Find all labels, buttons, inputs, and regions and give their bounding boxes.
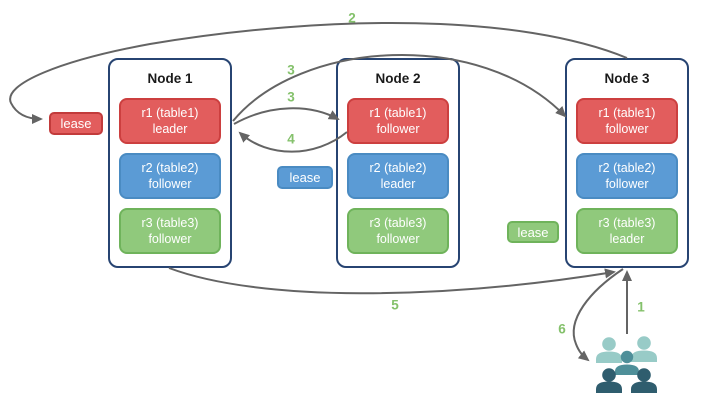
- step-label-3-upper: 3: [287, 62, 295, 78]
- replica-name: r2 (table2): [598, 161, 656, 175]
- step-label-2: 2: [348, 10, 356, 26]
- replica-name: r1 (table1): [141, 106, 199, 120]
- node-3-replica-r1: r1 (table1) follower: [576, 98, 678, 144]
- node-2-replica-r2: r2 (table2) leader: [347, 153, 449, 199]
- node-2-replica-r3: r3 (table3) follower: [347, 208, 449, 254]
- node-2: Node 2 r1 (table1) follower r2 (table2) …: [336, 58, 460, 268]
- arrow-step-3-to-node2: [233, 107, 340, 125]
- replica-role: follower: [148, 177, 192, 191]
- node-1-title: Node 1: [147, 71, 193, 86]
- replica-role: leader: [152, 122, 188, 136]
- arrow-step-2: [9, 22, 628, 124]
- step-label-1: 1: [637, 299, 645, 315]
- replica-name: r2 (table2): [141, 161, 199, 175]
- replica-name: r3 (table3): [141, 216, 199, 230]
- replica-role: follower: [605, 122, 649, 136]
- lease-badge-table1: lease: [49, 112, 103, 135]
- node-1: Node 1 r1 (table1) leader r2 (table2) fo…: [108, 58, 232, 268]
- replica-name: r3 (table3): [369, 216, 427, 230]
- lease-badge-table3: lease: [507, 221, 559, 243]
- replica-role: follower: [148, 232, 192, 246]
- replica-name: r3 (table3): [598, 216, 656, 230]
- step-label-3-lower: 3: [287, 89, 295, 105]
- replica-role: follower: [376, 232, 420, 246]
- node-3-replica-r3: r3 (table3) leader: [576, 208, 678, 254]
- node-1-replica-r2: r2 (table2) follower: [119, 153, 221, 199]
- replica-name: r2 (table2): [369, 161, 427, 175]
- node-1-replica-r3: r3 (table3) follower: [119, 208, 221, 254]
- step-label-5: 5: [391, 297, 399, 313]
- replica-role: follower: [605, 177, 649, 191]
- node-3: Node 3 r1 (table1) follower r2 (table2) …: [565, 58, 689, 268]
- replica-role: leader: [609, 232, 645, 246]
- node-2-title: Node 2: [375, 71, 421, 86]
- node-2-replica-r1: r1 (table1) follower: [347, 98, 449, 144]
- replica-name: r1 (table1): [598, 106, 656, 120]
- node-3-title: Node 3: [604, 71, 650, 86]
- replica-role: follower: [376, 122, 420, 136]
- arrow-step-5: [168, 267, 616, 295]
- step-label-6: 6: [558, 321, 566, 337]
- users-group-icon: [596, 336, 657, 393]
- arrow-step-6: [572, 268, 624, 362]
- node-1-replica-r1: r1 (table1) leader: [119, 98, 221, 144]
- replica-name: r1 (table1): [369, 106, 427, 120]
- node-3-replica-r2: r2 (table2) follower: [576, 153, 678, 199]
- lease-badge-table2: lease: [277, 166, 333, 189]
- replica-role: leader: [380, 177, 416, 191]
- step-label-4: 4: [287, 131, 295, 147]
